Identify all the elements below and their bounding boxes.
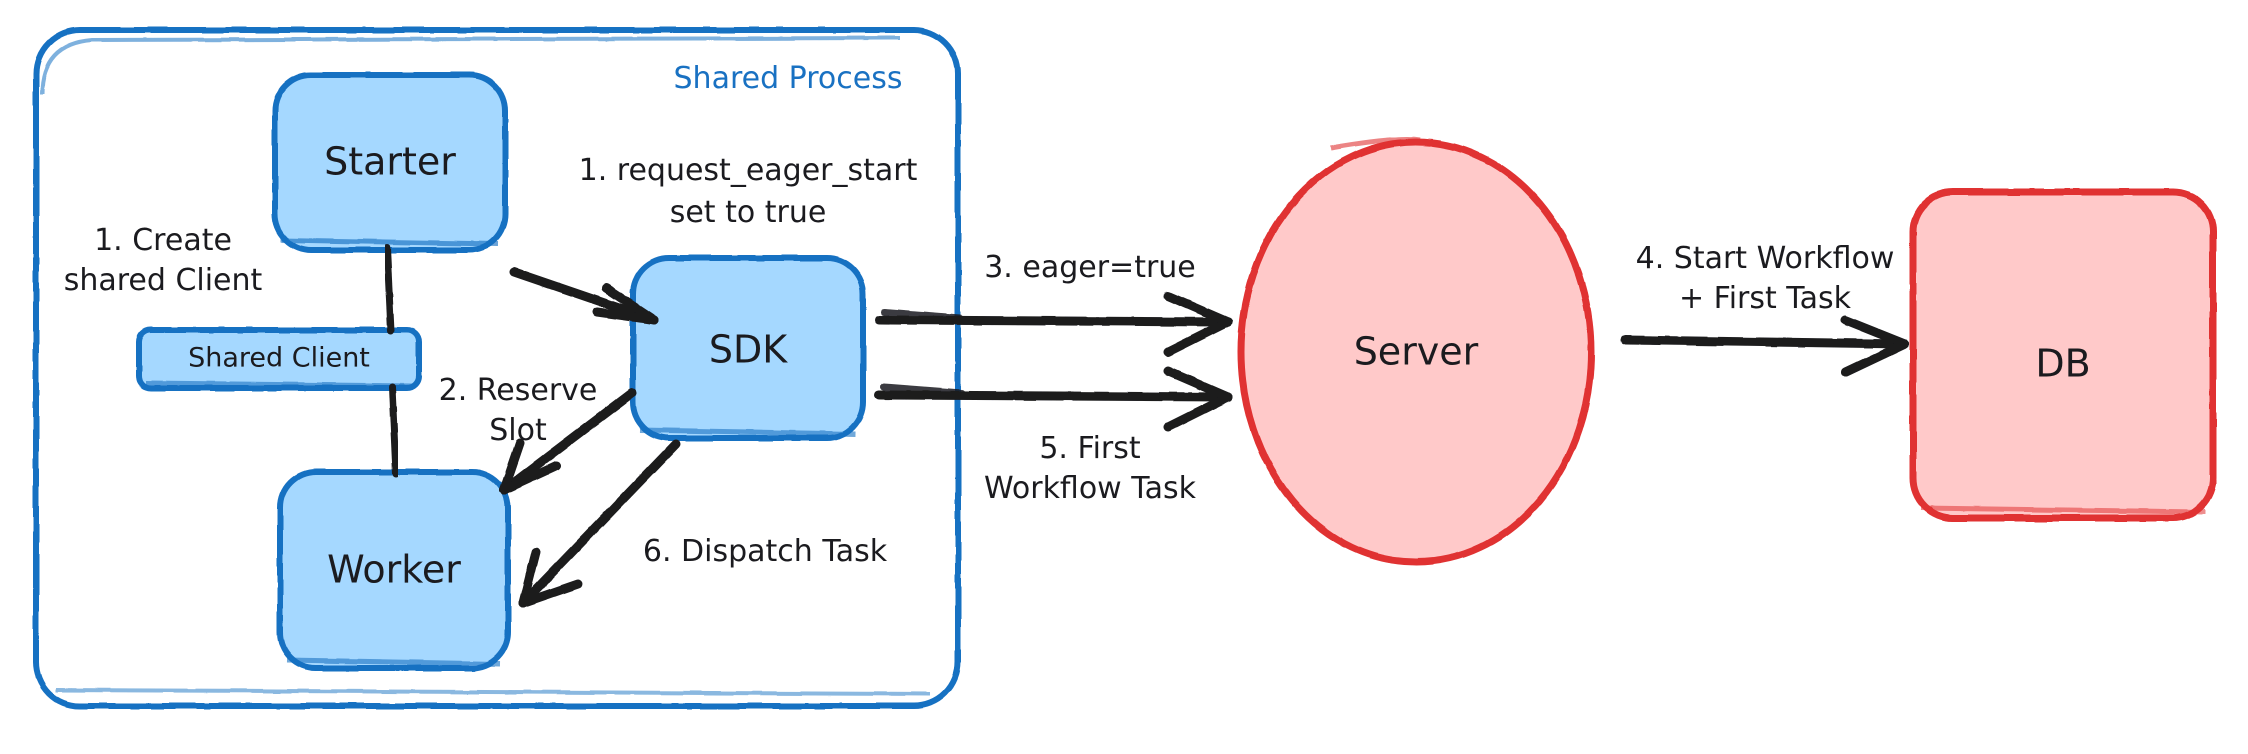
node-server-label: Server [1354, 330, 1479, 374]
edge-label-line-2: Slot [489, 413, 547, 448]
edge-label-reserve-slot: 2. Reserve Slot [439, 373, 598, 448]
edge-sdk-to-worker-reserve [499, 388, 637, 495]
edge-label-create-shared-client: 1. Create shared Client [64, 223, 263, 298]
edge-label-line-2: + First Task [1679, 281, 1852, 316]
edge-server-to-db [1620, 315, 1910, 377]
edge-sdk-to-server-eager [874, 291, 1233, 357]
edge-label-first-workflow-task: 5. First Workflow Task [984, 431, 1197, 506]
edge-sdk-to-server-first-task [874, 366, 1233, 432]
node-starter-label: Starter [324, 140, 456, 184]
edge-label-line-1: 4. Start Workflow [1636, 241, 1895, 276]
shared-process-title: Shared Process [674, 61, 903, 96]
edge-label-line-1: 2. Reserve [439, 373, 598, 408]
node-shared-client-label: Shared Client [188, 343, 370, 374]
node-db[interactable]: DB [1909, 188, 2217, 522]
edge-label-line-1: 5. First [1039, 431, 1141, 466]
node-worker[interactable]: Worker [277, 469, 511, 671]
node-starter[interactable]: Starter [272, 72, 508, 253]
node-sdk-label: SDK [709, 328, 788, 372]
edge-label-line-2: Workflow Task [984, 471, 1197, 506]
node-sdk[interactable]: SDK [630, 255, 866, 441]
node-server[interactable]: Server [1237, 136, 1595, 566]
shared-process-group [33, 27, 961, 709]
edge-label-start-workflow-first-task: 4. Start Workflow + First Task [1636, 241, 1895, 316]
edge-sdk-to-worker-dispatch [518, 439, 681, 608]
edge-label-line-1: 3. eager=true [984, 250, 1196, 285]
edge-label-line-1: 1. request_eager_start [579, 153, 918, 188]
edge-starter-shared-client-worker [383, 244, 400, 478]
edge-label-line-2: set to true [670, 195, 827, 230]
edge-label-request-eager-start: 1. request_eager_start set to true [579, 153, 918, 230]
edge-label-dispatch-task: 6. Dispatch Task [643, 534, 888, 569]
edge-starter-to-sdk [509, 267, 659, 325]
edge-label-eager-true: 3. eager=true [984, 250, 1196, 285]
edge-label-line-1: 1. Create [94, 223, 232, 258]
node-db-label: DB [2035, 342, 2090, 386]
edge-label-line-1: 6. Dispatch Task [643, 534, 888, 569]
edge-label-line-2: shared Client [64, 263, 263, 298]
node-shared-client[interactable]: Shared Client [136, 327, 422, 391]
node-worker-label: Worker [327, 548, 461, 592]
